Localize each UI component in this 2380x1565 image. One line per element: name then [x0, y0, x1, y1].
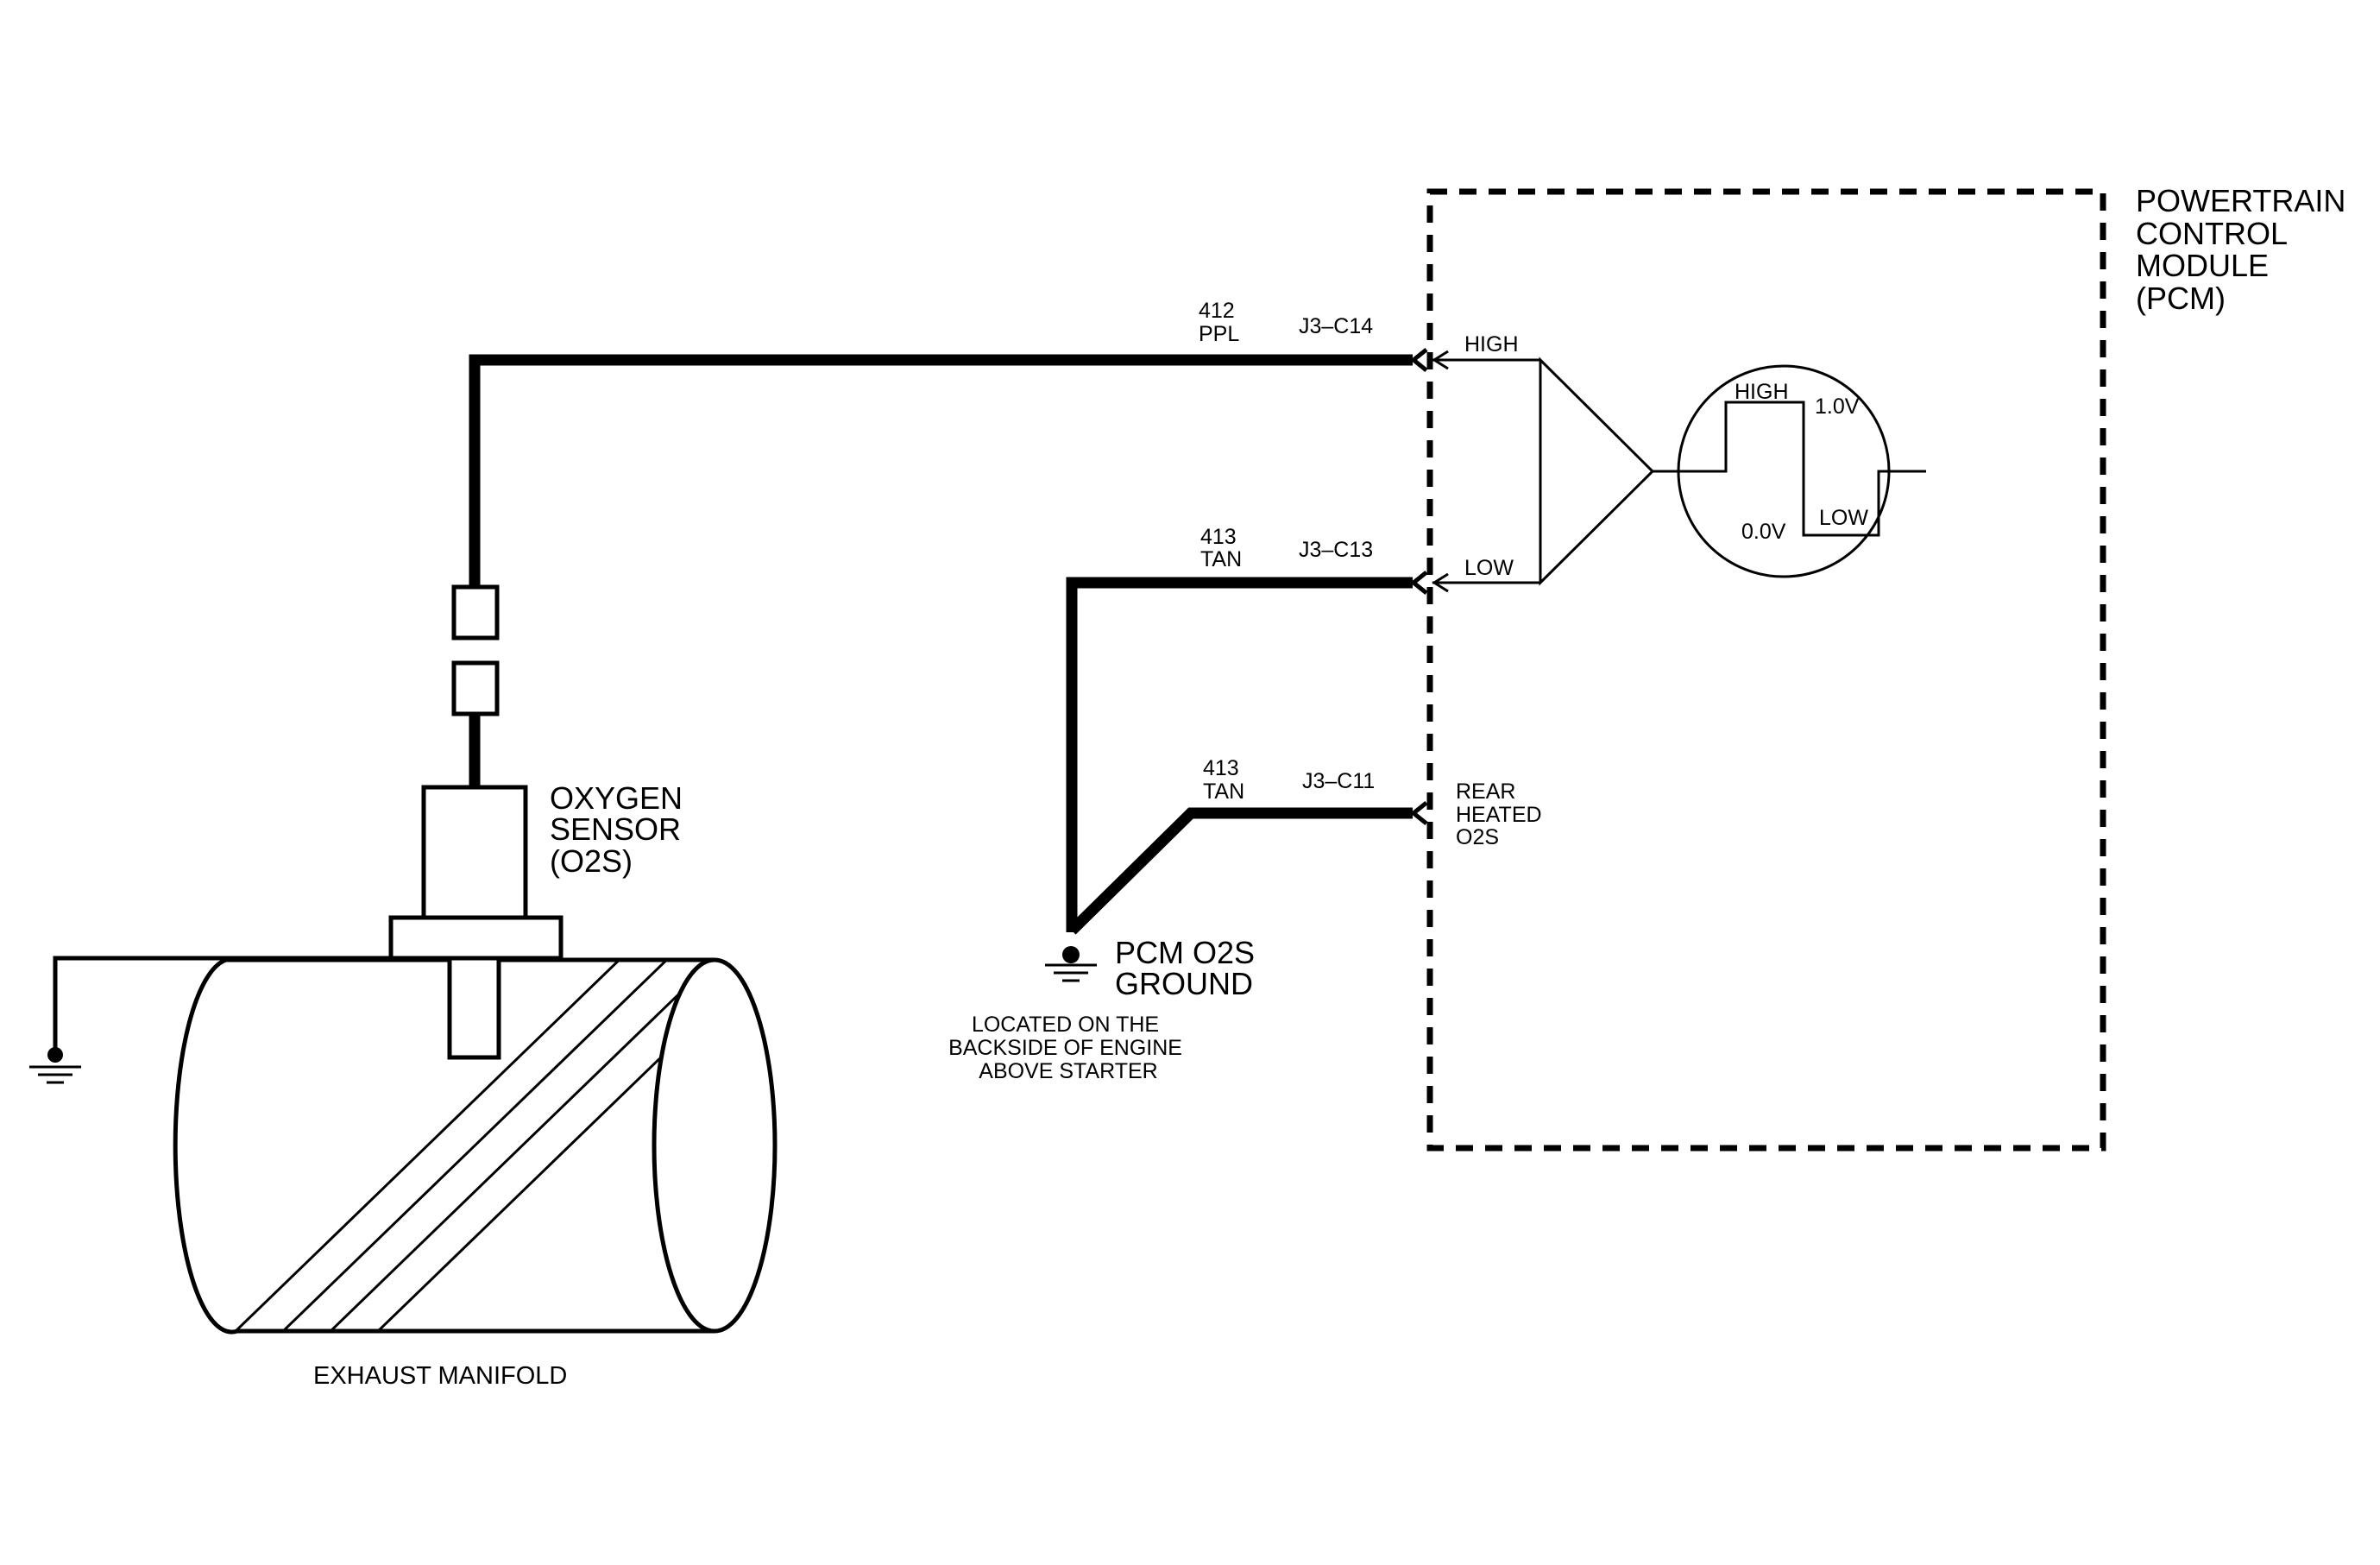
wire-413-c11-circuit: 413 [1203, 756, 1239, 780]
ground-icon [1045, 946, 1097, 982]
pcm-module: POWERTRAIN CONTROL MODULE (PCM) [1426, 183, 2354, 1152]
wire-413-tan-c13: 413 TAN J3–C13 [1066, 525, 1428, 932]
pin-c13-terminal [1409, 571, 1428, 595]
wire-412-path [469, 354, 1413, 587]
manifold-body [173, 957, 715, 1335]
sensor-tip [447, 956, 501, 1060]
pin-c13-label: J3–C13 [1299, 538, 1373, 562]
scope-low-voltage: 0.0V [1741, 520, 1786, 544]
sensor-label-line: (O2S) [550, 843, 633, 879]
pin-c11-terminal [1409, 801, 1428, 825]
manifold-end [652, 957, 778, 1334]
wire-413-c13-path [1066, 577, 1413, 932]
input-high-label: HIGH [1464, 332, 1519, 357]
scope-high-voltage: 1.0V [1815, 394, 1860, 419]
manifold-hatching [231, 960, 715, 1333]
sensor-label-line: OXYGEN [550, 780, 683, 816]
pcm-boundary [1426, 188, 2106, 1152]
pcm-title-line: MODULE [2136, 248, 2269, 283]
wire-413-c11-color: TAN [1203, 779, 1244, 804]
location-line: ABOVE STARTER [979, 1059, 1157, 1083]
manifold-ground-wire [53, 956, 391, 1051]
scope-low-label: LOW [1819, 506, 1868, 530]
pcm-title-line: POWERTRAIN [2136, 183, 2345, 218]
rear-label-line: REAR [1456, 779, 1515, 804]
input-high-arrow [1432, 350, 1449, 370]
wire-413-tan-c11: 413 TAN J3–C11 [1067, 756, 1428, 935]
manifold-ground [29, 956, 391, 1084]
location-line: LOCATED ON THE [972, 1013, 1159, 1037]
sensor-label-line: SENSOR [550, 811, 681, 847]
scope-high-label: HIGH [1735, 380, 1789, 404]
pin-c14-label: J3–C14 [1299, 314, 1373, 338]
input-low-label: LOW [1464, 556, 1514, 580]
wire-412-circuit: 412 [1199, 299, 1235, 323]
sensor-flange [388, 915, 564, 961]
connector-half-lower [451, 660, 500, 716]
ground-icon [29, 1047, 81, 1084]
waveform-trace [1678, 401, 1926, 537]
voltage-waveform-scope: HIGH 1.0V LOW 0.0V [1677, 364, 1926, 578]
rear-label-line: HEATED [1456, 803, 1542, 827]
ground-location-note: LOCATED ON THE BACKSIDE OF ENGINE ABOVE … [948, 1013, 1188, 1083]
sensor-label: OXYGEN SENSOR (O2S) [550, 780, 691, 879]
pcm-title-line: CONTROL [2136, 216, 2287, 251]
wire-412-color: PPL [1199, 322, 1239, 346]
pcm-o2s-ground: PCM O2S GROUND LOCATED ON THE BACKSIDE O… [948, 935, 1263, 1083]
wire-413-c11-path [1067, 807, 1413, 935]
comparator-symbol [1539, 357, 1655, 586]
pcm-title-line: (PCM) [2136, 281, 2226, 316]
location-line: BACKSIDE OF ENGINE [948, 1036, 1182, 1060]
input-low-arrow [1432, 572, 1449, 593]
ground-label-line: PCM O2S [1115, 935, 1255, 970]
pin-c11-label: J3–C11 [1302, 769, 1375, 793]
oxygen-sensor: OXYGEN SENSOR (O2S) [388, 780, 691, 1060]
pcm-comparator: HIGH LOW REAR HEATED O2S [1432, 332, 1678, 849]
rear-label-line: O2S [1456, 825, 1499, 849]
wire-412-ppl: 412 PPL J3–C14 [469, 299, 1428, 587]
manifold-label: EXHAUST MANIFOLD [313, 1362, 567, 1390]
pin-c14-terminal [1409, 348, 1428, 372]
rear-heated-o2s-label: REAR HEATED O2S [1456, 779, 1548, 849]
sensor-connector [451, 584, 500, 787]
wire-413-c13-color: TAN [1200, 547, 1242, 571]
connector-half-upper [451, 584, 500, 641]
sensor-body [421, 785, 528, 920]
ground-label: PCM O2S GROUND [1115, 935, 1263, 1001]
ground-label-line: GROUND [1115, 966, 1253, 1001]
wire-413-c13-circuit: 413 [1200, 525, 1237, 549]
pcm-title: POWERTRAIN CONTROL MODULE (PCM) [2136, 183, 2354, 316]
